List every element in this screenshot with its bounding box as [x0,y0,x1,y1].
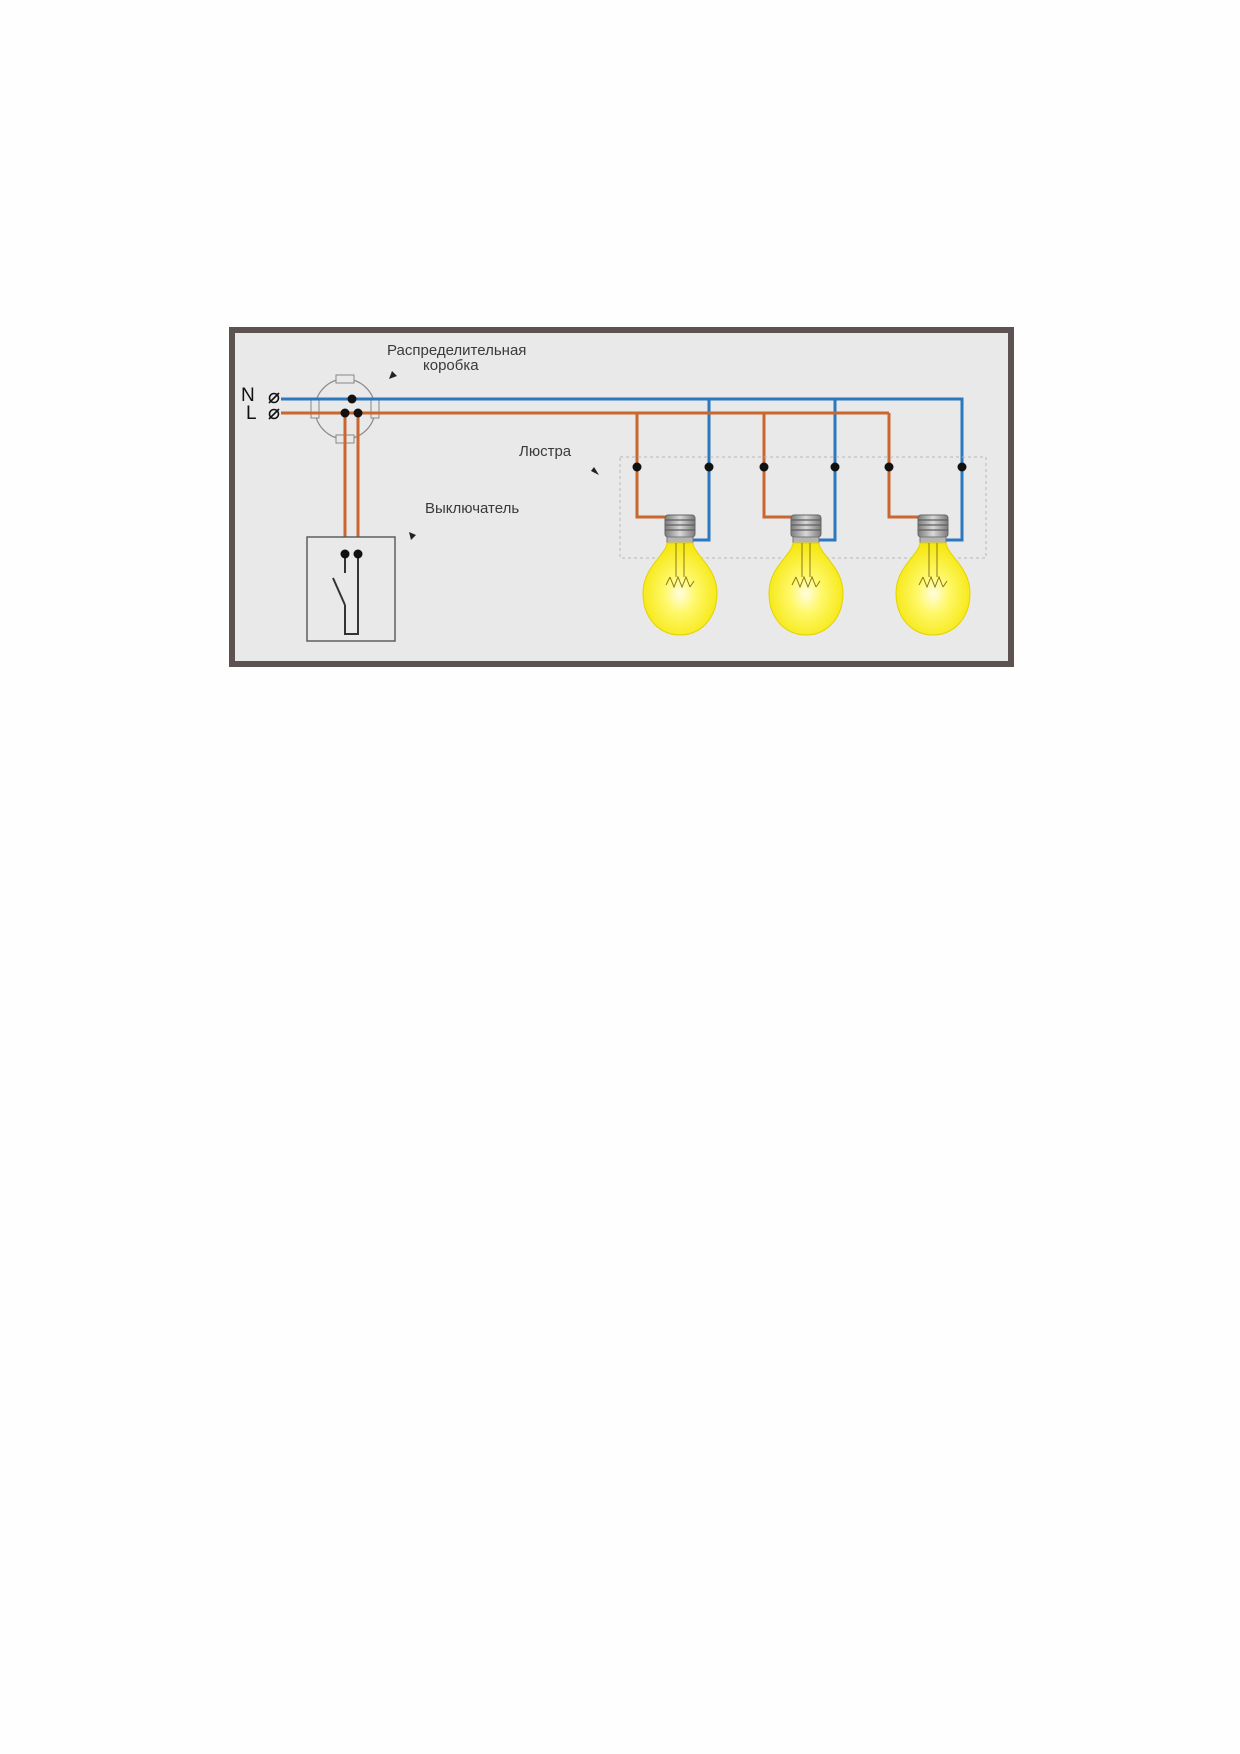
switch-label: Выключатель [425,500,519,517]
switch-arrow-icon [409,532,416,540]
wiring-diagram-svg: N L Распределительная коробка Люстра Вык… [229,327,1014,667]
switch-box [306,536,396,642]
chandelier-label: Люстра [519,443,572,460]
terminal-l-icon [268,408,280,420]
junction-dots [340,394,363,418]
junction-box-arrow-icon [389,371,397,379]
line-wires [281,411,920,554]
terminal-n-icon [268,392,280,404]
terminal-l-label: L [246,403,257,424]
junction-box-label-line2: коробка [423,357,479,374]
chandelier-dots [632,462,967,472]
wiring-diagram: N L Распределительная коробка Люстра Вык… [229,327,1014,667]
junction-box-label-line1: Распределительная [387,342,526,359]
terminal-n-label: N [241,385,255,406]
supply-terminals: N L [241,385,280,424]
chandelier-arrow-icon [591,467,599,475]
